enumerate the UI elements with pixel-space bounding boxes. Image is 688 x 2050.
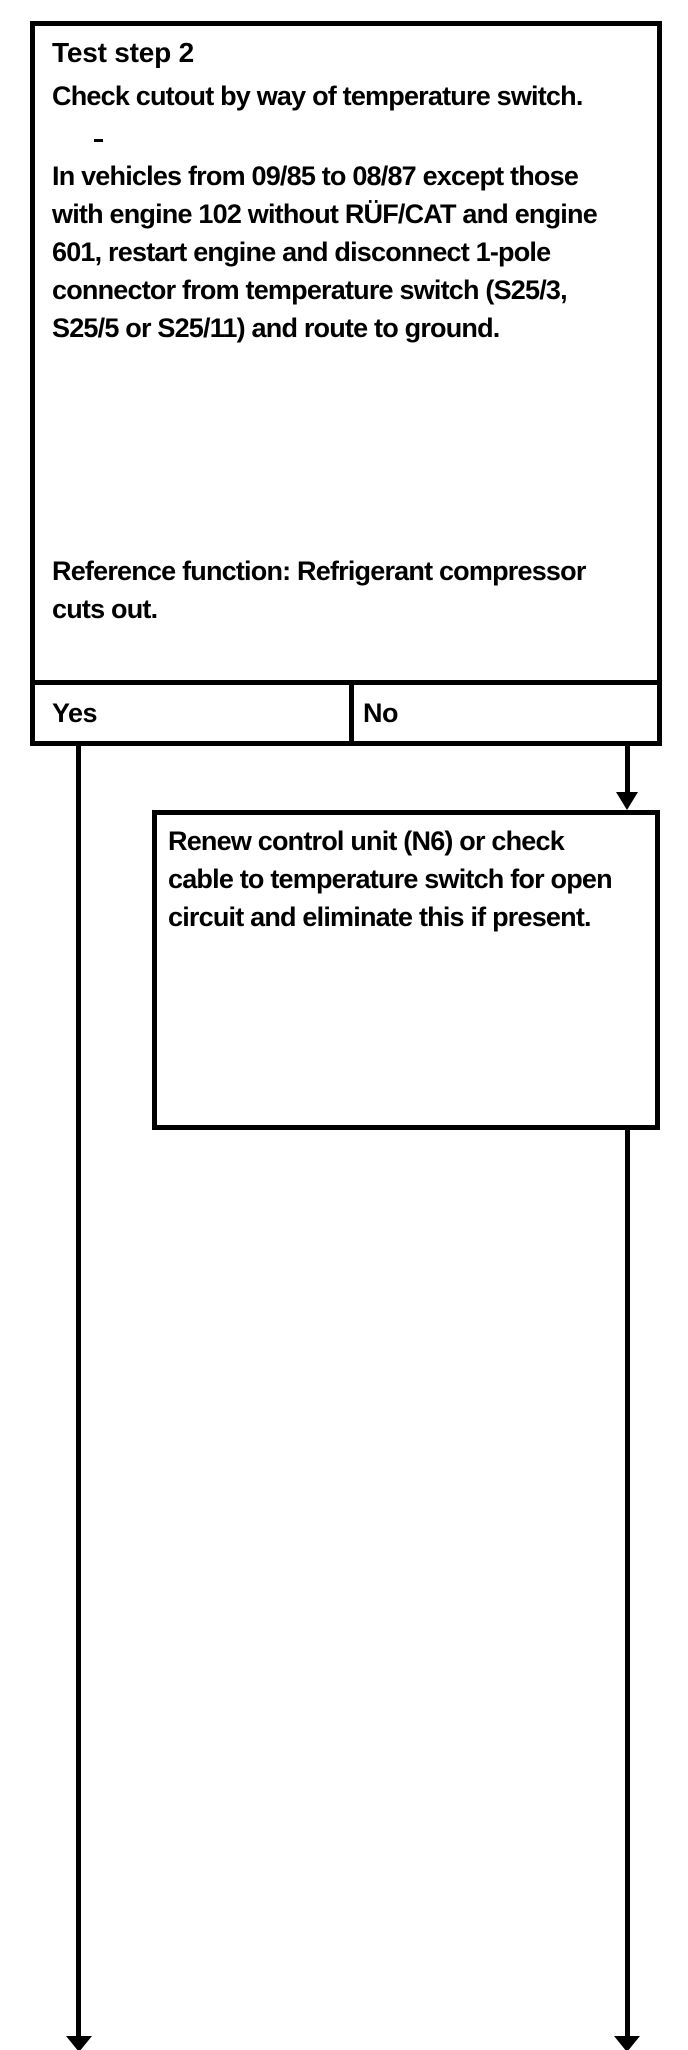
body-line: connector from temperature switch (S25/3… (52, 275, 568, 305)
action-line: cable to temperature switch for open (168, 864, 613, 894)
test-step-box: Test step 2 Check cutout by way of tempe… (30, 21, 662, 746)
down-arrowhead-icon (616, 792, 638, 810)
body-line: S25/5 or S25/11) and route to ground. (52, 313, 500, 343)
test-step-title: Test step 2 (52, 37, 194, 68)
down-arrowhead-icon (614, 2036, 640, 2050)
reference-function-text: Reference function: Refrigerant compress… (52, 552, 586, 628)
yes-cell: Yes (35, 685, 354, 741)
scan-stray-mark (94, 139, 103, 142)
body-line: In vehicles from 09/85 to 08/87 except t… (52, 161, 579, 191)
test-step-body: In vehicles from 09/85 to 08/87 except t… (52, 157, 598, 347)
action-line: Renew control unit (N6) or check (168, 826, 565, 856)
no-cell: No (354, 685, 657, 741)
no-branch-line-lower (625, 1130, 630, 2036)
reference-line: Reference function: Refrigerant compress… (52, 556, 586, 586)
yes-label: Yes (52, 697, 98, 728)
yes-branch-line (76, 744, 81, 2036)
no-branch-line-upper (625, 744, 630, 792)
answer-row: Yes No (35, 680, 657, 741)
no-action-box: Renew control unit (N6) or check cable t… (152, 810, 660, 1130)
action-line: circuit and eliminate this if present. (168, 902, 592, 932)
no-label: No (363, 697, 399, 728)
body-line: with engine 102 without RÜF/CAT and engi… (52, 199, 598, 229)
test-step-instruction: Check cutout by way of temperature switc… (52, 81, 583, 111)
reference-line: cuts out. (52, 594, 158, 624)
no-action-text: Renew control unit (N6) or check cable t… (168, 822, 613, 936)
down-arrowhead-icon (66, 2036, 92, 2050)
body-line: 601, restart engine and disconnect 1-pol… (52, 237, 551, 267)
